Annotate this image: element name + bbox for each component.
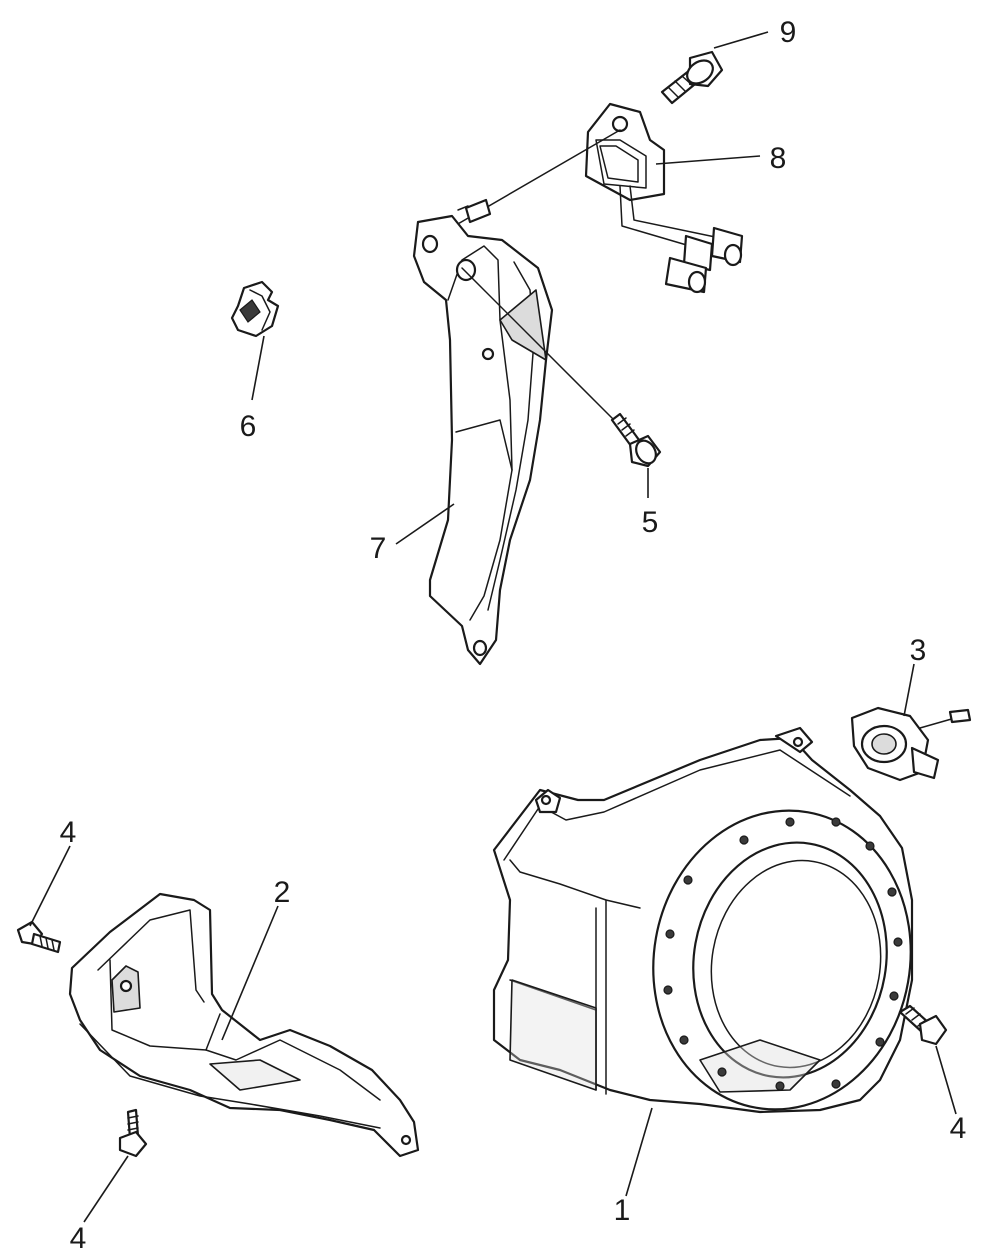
callout-9: 9 — [780, 16, 797, 49]
part-9-flange-bolt — [660, 31, 769, 105]
part-pin — [457, 198, 492, 224]
part-3-switch — [850, 663, 972, 782]
flange-holes — [663, 817, 903, 1091]
part-6-wire-clip — [230, 280, 280, 401]
part-4-screw-bottom — [83, 1108, 148, 1223]
callout-1: 1 — [614, 1194, 631, 1227]
callout-3: 3 — [910, 634, 927, 667]
part-2-lower-shroud — [68, 892, 420, 1158]
part-1-blower-housing — [492, 726, 914, 1197]
part-4-screw-left — [16, 845, 71, 954]
part-5-bolt — [610, 412, 662, 498]
callout-6: 6 — [240, 410, 257, 443]
callout-5: 5 — [642, 506, 659, 539]
callout-4-right: 4 — [950, 1112, 967, 1145]
part-8-ignition-module — [443, 102, 761, 294]
callout-7: 7 — [370, 532, 387, 565]
part-4-screw-right — [898, 1004, 957, 1115]
callout-4-bottom: 4 — [70, 1222, 87, 1255]
callout-8: 8 — [770, 142, 787, 175]
callout-4-left: 4 — [60, 816, 77, 849]
part-7-air-guide — [395, 214, 615, 666]
callout-2: 2 — [274, 876, 291, 909]
